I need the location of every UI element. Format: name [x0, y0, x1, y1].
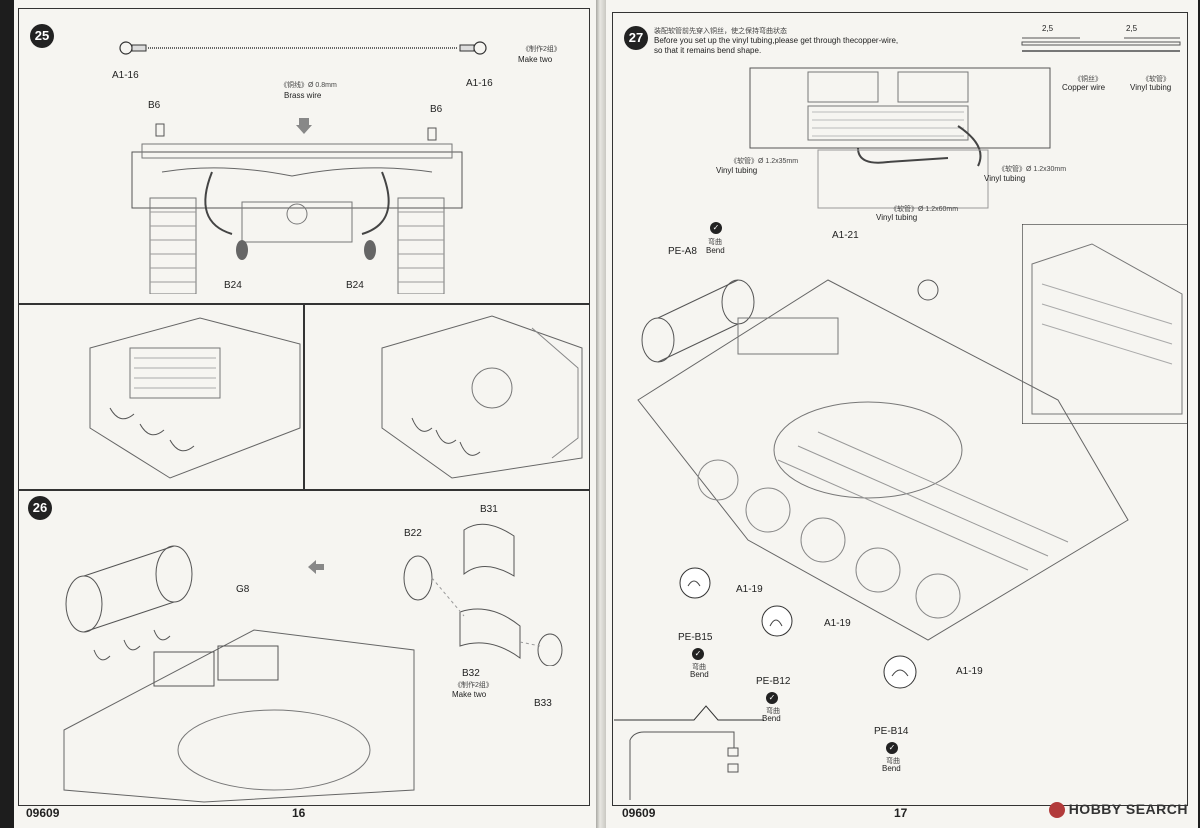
hull-main-drawing	[637, 279, 1129, 641]
step-27-badge: 27	[624, 26, 648, 50]
make-two-26: Make two	[452, 690, 487, 699]
bend-b15: Bend	[690, 670, 709, 679]
label-a1-16-right: A1-16	[466, 78, 493, 89]
step-26-panel	[18, 490, 590, 806]
vinyl-30-label: Vinyl tubing	[984, 174, 1026, 183]
engine-deck-detail-drawing	[89, 317, 301, 479]
label-b6-left: B6	[148, 100, 161, 111]
label-pe-b12: PE-B12	[756, 676, 791, 687]
copper-wire-label: Copper wire	[1062, 83, 1106, 92]
step-26-badge: 26	[28, 496, 52, 520]
label-a1-21: A1-21	[832, 230, 859, 241]
left-page: 25 A1-16 A1-16 《制作2组》 Make two 《铜线》Ø 0.8…	[14, 0, 596, 828]
bend-b12: Bend	[762, 714, 781, 723]
label-b33: B33	[534, 698, 552, 709]
left-arrow-icon	[308, 560, 324, 574]
make-two-25: Make two	[518, 55, 553, 64]
vinyl-30-cn: 《软管》Ø 1.2x30mm	[998, 166, 1067, 173]
label-pe-b14: PE-B14	[874, 726, 909, 737]
hobby-search-watermark: HOBBY SEARCH	[1048, 800, 1188, 818]
label-a1-16-left: A1-16	[112, 70, 139, 81]
detail-view-right	[304, 304, 590, 490]
brass-wire-cn: 《铜线》Ø 0.8mm	[280, 82, 337, 89]
make-two-cn-26: 《制作2组》	[454, 682, 493, 689]
bend-check-icon-b12: ✓	[766, 692, 778, 704]
bend-cn-a8: 弯曲	[708, 239, 722, 246]
hull-step26-drawing	[63, 545, 415, 803]
make-two-cn-25: 《制作2组》	[522, 46, 561, 53]
note-cn: 装配软管前先穿入铜丝，使之保持弯曲状态	[654, 28, 787, 35]
right-page-code: 09609	[622, 806, 656, 820]
callout-circle-b15	[679, 567, 711, 599]
hull-side-detail-drawing	[1022, 224, 1188, 424]
left-page-code: 09609	[26, 806, 60, 820]
bend-a8: Bend	[706, 246, 725, 255]
label-b22: B22	[404, 528, 422, 539]
inset-detail-drawing	[614, 705, 764, 800]
rear-hull-detail-drawing	[381, 315, 583, 479]
dimension-left: 2,5	[1042, 24, 1054, 33]
label-b31: B31	[480, 504, 498, 515]
copper-wire-cn: 《铜丝》	[1074, 76, 1102, 83]
bend-b14: Bend	[882, 764, 901, 773]
dimension-right: 2,5	[1126, 24, 1138, 33]
bend-check-icon-a8: ✓	[710, 222, 722, 234]
tank-rear-drawing	[131, 123, 463, 294]
watermark-text: HOBBY SEARCH	[1068, 800, 1188, 817]
bend-cn-b15: 弯曲	[692, 664, 706, 671]
fuel-drum-parts-drawing	[403, 523, 563, 666]
note-en-line1: Before you set up the vinyl tubing,pleas…	[654, 36, 899, 45]
engine-deck-top-drawing	[749, 67, 1051, 209]
label-b24-left: B24	[224, 280, 242, 291]
step-25-badge: 25	[30, 24, 54, 48]
watermark-logo-icon	[1048, 802, 1065, 818]
note-en-line2: so that it remains bend shape.	[654, 46, 762, 55]
vinyl-60-cn: 《软管》Ø 1.2x60mm	[890, 206, 959, 213]
left-page-number: 16	[292, 806, 306, 820]
label-a1-19-3: A1-19	[956, 666, 983, 677]
label-a1-19-1: A1-19	[736, 584, 763, 595]
bend-check-icon-b15: ✓	[692, 648, 704, 660]
vinyl-35-label: Vinyl tubing	[716, 166, 758, 175]
down-arrow-icon	[296, 118, 312, 134]
label-b24-right: B24	[346, 280, 364, 291]
bend-cn-b14: 弯曲	[886, 758, 900, 765]
label-pe-a8: PE-A8	[668, 246, 697, 257]
book-spine	[596, 0, 606, 828]
label-a1-19-2: A1-19	[824, 618, 851, 629]
step-25-panel	[18, 8, 590, 304]
brass-wire-label: Brass wire	[284, 91, 322, 100]
right-page-number: 17	[894, 806, 908, 820]
label-pe-b15: PE-B15	[678, 632, 713, 643]
vinyl-60-label: Vinyl tubing	[876, 213, 918, 222]
right-page: 27 装配软管前先穿入铜丝，使之保持弯曲状态 Before you set up…	[606, 0, 1198, 828]
vinyl-35-cn: 《软管》Ø 1.2x35mm	[730, 158, 799, 165]
brass-wire-diagram	[119, 41, 487, 55]
callout-circle-b14	[883, 655, 917, 689]
bend-cn-b12: 弯曲	[766, 708, 780, 715]
detail-view-left	[18, 304, 304, 490]
callout-circle-b12	[761, 605, 793, 637]
label-g8: G8	[236, 584, 250, 595]
bend-check-icon-b14: ✓	[886, 742, 898, 754]
label-b32: B32	[462, 668, 480, 679]
vinyl-tubing-legend: Vinyl tubing	[1130, 83, 1172, 92]
wire-legend-drawing	[1021, 37, 1181, 52]
vinyl-tubing-cn: 《软管》	[1142, 76, 1170, 83]
label-b6-right: B6	[430, 104, 443, 115]
